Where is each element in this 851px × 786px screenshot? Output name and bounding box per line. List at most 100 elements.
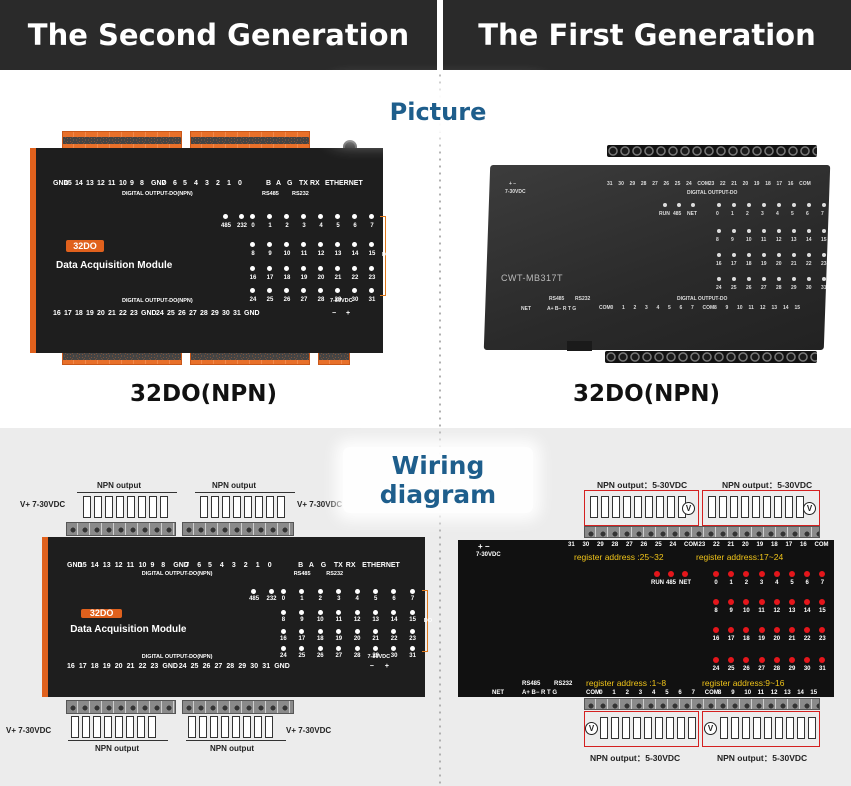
led-label: 3 [337,595,341,602]
led-label: 25 [731,285,737,291]
status-led [284,266,289,271]
picture-label: Picture [389,98,487,126]
status-led [284,288,289,293]
wiring-label-line2: diagram [379,480,497,509]
led-label: 29 [788,666,796,672]
npn-output-label: NPN output [95,744,139,753]
output-led [762,229,766,233]
pin-label: 0 [599,690,603,696]
pin-label: 25 [674,181,681,187]
status-led [299,629,305,635]
pin-label: 9 [150,562,155,569]
pin-label: 4 [652,690,656,696]
pin-label: 18 [75,310,83,317]
led-label: 19 [761,261,767,267]
pin-label: 4 [656,305,660,311]
pin-label: 31 [233,310,241,317]
output-led [732,229,736,233]
led-label: 19 [335,636,343,643]
terminal-block [182,700,294,714]
led-label: 26 [743,666,750,672]
pin-label: G [320,562,327,569]
section-title-picture: Picture [338,92,538,132]
status-led [369,214,374,219]
pin-label: 5 [208,562,212,569]
led-label: 30 [351,297,359,303]
header-first-generation: The First Generation [443,0,851,70]
status-led [318,266,323,271]
led-label: 232 [266,595,277,602]
pin-label: 6 [679,305,683,311]
status-led [409,629,415,635]
status-led [335,266,340,271]
output-led [792,203,796,207]
pin-label: 31 [262,663,271,671]
output-led [747,277,751,281]
led-label: 25 [298,653,306,660]
status-label: NET [679,580,691,586]
pin-label: 14 [783,305,789,311]
output-led [822,203,826,207]
pin-label: 12 [114,562,123,569]
header-divider [437,0,443,70]
output-led [819,599,826,605]
output-led [777,253,781,257]
status-led [251,588,257,594]
status-led [250,242,255,247]
pin-label: 19 [756,542,764,548]
npn-output-label: NPN output：5-30VDC [590,753,681,763]
pin-label: 21 [108,310,116,317]
led-label: 14 [803,608,811,614]
output-led [728,599,735,605]
output-led [777,229,781,233]
rs232-label: RS232 [326,570,344,577]
pin-label: 9 [731,690,735,696]
output-led [819,657,826,663]
pin-label: 12 [97,180,105,187]
pin-label: 20 [97,310,105,317]
output-led [717,277,721,281]
pin-label: 20 [742,181,749,187]
output-led [728,627,735,633]
led-label: 3 [761,211,764,217]
status-led [250,266,255,271]
led-label: 26 [746,285,752,291]
status-led [391,588,397,594]
pin-label: 17 [785,542,793,548]
do-caption: DIGITAL OUTPUT-DO(NPN) [141,570,213,577]
terminal-strip [62,131,182,149]
pin-label: 23 [708,181,715,187]
power-sign: + − [478,542,490,551]
status-led [336,646,341,652]
pin-label: GND [141,310,157,317]
led-label: 11 [758,608,765,614]
led-label: 21 [334,275,342,281]
output-led [773,627,780,633]
module-badge: 32DO [81,608,123,619]
pin-label: 2 [633,305,637,311]
pin-label: 0 [610,305,614,311]
pin-label: 3 [205,180,209,187]
pin-label: 20 [742,542,749,548]
pin-label: GND [173,562,189,569]
led-label: 30 [803,666,811,672]
power-label: 7-30VDC [330,298,353,304]
led-label: 13 [334,251,342,257]
led-label: 24 [712,666,720,672]
led-label: 14 [351,251,359,257]
status-led [284,242,289,247]
led-label: 2 [744,580,749,586]
status-led [654,571,660,577]
do-label: DO [382,252,391,258]
power-sign: + − [509,181,517,187]
pin-label: 20 [114,663,123,671]
do-bracket [380,216,386,296]
status-led [352,266,357,271]
led-label: 10 [316,617,324,624]
pin-label: RX [310,180,320,187]
output-led [804,599,811,605]
device-foot [567,341,592,351]
led-label: 18 [316,636,324,643]
led-label: 17 [298,636,306,643]
screw-terminal-row [605,351,817,363]
